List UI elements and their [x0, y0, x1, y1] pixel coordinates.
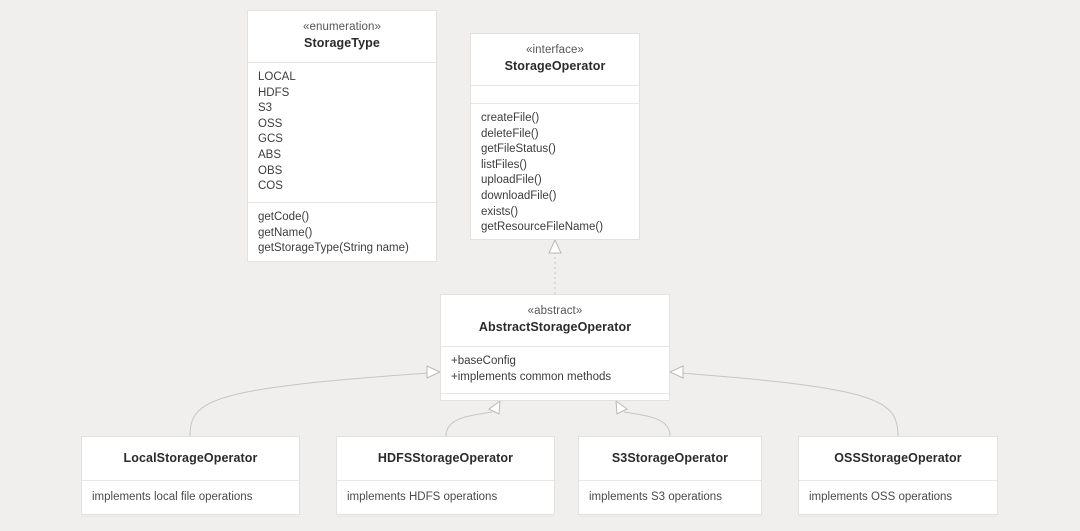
edge-s3-to-abstract	[615, 399, 671, 437]
methods-compartment: createFile() deleteFile() getFileStatus(…	[471, 103, 639, 244]
edge-local-to-abstract	[189, 365, 442, 437]
enum-values-compartment: LOCAL HDFS S3 OSS GCS ABS OBS COS	[248, 62, 436, 202]
edge-abstract-to-interface	[548, 238, 562, 294]
empty-compartment	[337, 515, 554, 531]
class-box-hdfs-storage-operator[interactable]: HDFSStorageOperator implements HDFS oper…	[336, 436, 555, 517]
note-text: implements local file operations	[92, 491, 253, 503]
note-text: implements HDFS operations	[347, 491, 498, 503]
note-compartment: implements OSS operations	[799, 480, 997, 516]
empty-compartment	[799, 515, 997, 531]
class-box-storage-operator[interactable]: «interface» StorageOperator createFile()…	[470, 33, 640, 240]
method-item: exists()	[481, 205, 519, 218]
class-header-abstract-storage-operator: «abstract» AbstractStorageOperator	[441, 295, 669, 346]
enum-value: ABS	[258, 148, 282, 161]
attribute-item: +implements common methods	[451, 370, 612, 383]
class-header-s3-storage-operator: S3StorageOperator	[579, 437, 761, 480]
class-box-local-storage-operator[interactable]: LocalStorageOperator implements local fi…	[81, 436, 300, 517]
method-item: getResourceFileName()	[481, 221, 604, 234]
methods-compartment-empty	[441, 393, 669, 404]
class-name-label: HDFSStorageOperator	[377, 451, 514, 465]
note-compartment: implements local file operations	[82, 480, 299, 516]
attributes-compartment-empty	[471, 85, 639, 103]
class-header-storage-operator: «interface» StorageOperator	[471, 34, 639, 85]
attribute-item: +baseConfig	[451, 355, 516, 367]
note-text: implements OSS operations	[809, 491, 953, 503]
enum-value: LOCAL	[258, 71, 296, 83]
edge-oss-to-abstract	[668, 365, 899, 437]
stereotype-label: «enumeration»	[302, 21, 382, 33]
method-item: getFileStatus()	[481, 143, 556, 156]
stereotype-label: «interface»	[526, 44, 584, 56]
class-box-s3-storage-operator[interactable]: S3StorageOperator implements S3 operatio…	[578, 436, 762, 517]
enum-value: OBS	[258, 164, 283, 177]
enum-value: GCS	[258, 133, 283, 146]
method-item: createFile()	[481, 112, 540, 124]
class-name-label: S3StorageOperator	[611, 451, 729, 465]
empty-compartment	[82, 515, 299, 531]
note-compartment: implements S3 operations	[579, 480, 761, 516]
method-item: getCode()	[258, 211, 310, 223]
method-item: getName()	[258, 226, 313, 239]
enum-value: OSS	[258, 117, 283, 130]
class-name-label: OSSStorageOperator	[834, 451, 962, 465]
methods-compartment: getCode() getName() getStorageType(Strin…	[248, 202, 436, 265]
enum-value: COS	[258, 180, 283, 193]
class-header-storage-type: «enumeration» StorageType	[248, 11, 436, 62]
method-item: deleteFile()	[481, 127, 539, 140]
method-item: listFiles()	[481, 158, 527, 171]
class-name-label: StorageOperator	[504, 59, 606, 73]
class-box-oss-storage-operator[interactable]: OSSStorageOperator implements OSS operat…	[798, 436, 998, 517]
note-compartment: implements HDFS operations	[337, 480, 554, 516]
class-header-oss-storage-operator: OSSStorageOperator	[799, 437, 997, 480]
enum-value: S3	[258, 102, 273, 115]
class-name-label: AbstractStorageOperator	[478, 320, 632, 334]
enum-value: HDFS	[258, 86, 290, 99]
class-box-abstract-storage-operator[interactable]: «abstract» AbstractStorageOperator +base…	[440, 294, 670, 401]
method-item: getStorageType(String name)	[258, 242, 409, 255]
method-item: downloadFile()	[481, 189, 557, 202]
class-name-label: StorageType	[304, 36, 380, 50]
class-name-label: LocalStorageOperator	[123, 451, 258, 465]
stereotype-label: «abstract»	[527, 305, 583, 317]
class-box-storage-type[interactable]: «enumeration» StorageType LOCAL HDFS S3 …	[247, 10, 437, 262]
attributes-compartment: +baseConfig +implements common methods	[441, 346, 669, 393]
note-text: implements S3 operations	[589, 491, 722, 503]
method-item: uploadFile()	[481, 174, 542, 187]
class-header-local-storage-operator: LocalStorageOperator	[82, 437, 299, 480]
edge-hdfs-to-abstract	[445, 399, 501, 437]
empty-compartment	[579, 515, 761, 531]
class-header-hdfs-storage-operator: HDFSStorageOperator	[337, 437, 554, 480]
